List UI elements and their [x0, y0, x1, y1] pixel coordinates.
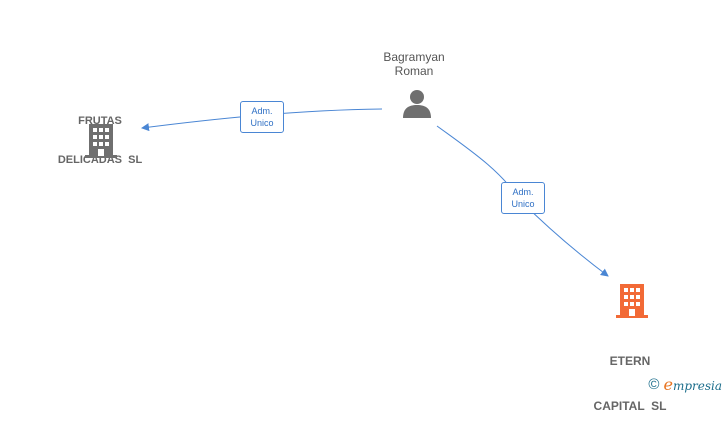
person-name: Bagramyan Roman [364, 50, 464, 78]
person-name-line1: Bagramyan [383, 50, 445, 64]
company-etern-line2: CAPITAL SL [593, 399, 667, 413]
logo-text: mpresia [672, 379, 722, 393]
edge-label-frutas[interactable]: Adm. Unico [240, 101, 284, 133]
edge-label-line2: Unico [250, 118, 274, 128]
edge-label-etern[interactable]: Adm. Unico [501, 182, 545, 214]
empresia-logo: empresia [663, 375, 722, 394]
logo-initial: e [663, 375, 673, 394]
copyright-symbol: © [648, 376, 660, 393]
building-icon[interactable] [616, 284, 648, 318]
edge-label-line1: Adm. [251, 106, 273, 116]
edge-label-line1: Adm. [512, 187, 534, 197]
person-icon[interactable] [402, 88, 432, 118]
empresia-watermark: © empresia [648, 375, 722, 394]
person-name-line2: Roman [394, 64, 434, 78]
company-etern-line1: ETERN [609, 354, 651, 368]
building-icon[interactable] [85, 124, 117, 158]
edge-label-line2: Unico [511, 199, 535, 209]
